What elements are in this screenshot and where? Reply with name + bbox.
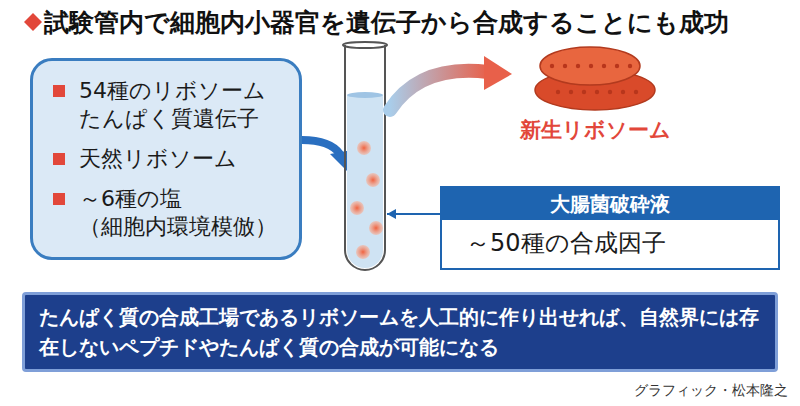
output-arrowhead <box>484 56 512 90</box>
ribosome-texture <box>569 90 573 94</box>
item-text: 天然リボソーム <box>79 146 237 171</box>
liquid-surface <box>347 92 383 98</box>
ribosome-texture <box>563 64 567 68</box>
bullet <box>53 85 65 97</box>
ribosome-texture <box>608 90 612 94</box>
ribosome-small-subunit <box>540 47 640 85</box>
list-item: ～6種の塩 （細胞内環境模倣） <box>79 185 287 241</box>
credit: グラフィック・松本隆之 <box>634 380 788 400</box>
tube-rim <box>343 42 387 48</box>
product-label: 新生リボソーム <box>500 116 690 144</box>
ribosome-dot <box>357 141 371 155</box>
bracket-tip <box>387 209 396 219</box>
ribosome-dot <box>356 245 370 259</box>
ribosome-texture <box>634 90 638 94</box>
bullet <box>53 153 65 165</box>
ribosome-texture <box>582 90 586 94</box>
ribosome-texture <box>602 64 606 68</box>
list-item: 天然リボソーム <box>79 145 287 173</box>
tube-liquid <box>347 95 383 268</box>
ribosome-dot <box>350 201 364 215</box>
bullet <box>53 193 65 205</box>
ribosome-texture <box>550 64 554 68</box>
box-heading: 大腸菌破砕液 <box>442 188 778 220</box>
summary-text: たんぱく質の合成工場であるリボソームを人工的に作り出せれば、自然界には存在しない… <box>39 302 761 362</box>
list-item: 54種のリボソーム たんぱく質遺伝子 <box>79 77 287 133</box>
ribosome-texture <box>621 90 625 94</box>
ribosome-texture <box>595 90 599 94</box>
input-arrow <box>302 140 340 154</box>
ribosome-node: 新生リボソーム <box>500 36 690 144</box>
ribosome-texture <box>628 64 632 68</box>
summary-band: たんぱく質の合成工場であるリボソームを人工的に作り出せれば、自然界には存在しない… <box>22 292 778 372</box>
ribosome-texture <box>576 64 580 68</box>
item-text: ～6種の塩 （細胞内環境模倣） <box>79 186 277 239</box>
title-diamond <box>24 13 42 31</box>
box-body: ～50種の合成因子 <box>442 220 778 268</box>
item-text: 54種のリボソーム たんぱく質遺伝子 <box>79 78 266 131</box>
output-arrow <box>390 71 488 110</box>
ribosome-texture <box>556 90 560 94</box>
ribosome-shape <box>530 36 660 116</box>
ribosome-dot <box>369 221 383 235</box>
lysate-box: 大腸菌破砕液～50種の合成因子 <box>440 186 780 270</box>
input-list-box: 54種のリボソーム たんぱく質遺伝子天然リボソーム ～6種の塩 （細胞内環境模倣） <box>30 58 302 260</box>
title: 試験管内で細胞内小器官を遺伝子から合成することにも成功 <box>44 6 729 40</box>
ribosome-texture <box>615 64 619 68</box>
test-tube <box>345 45 385 270</box>
ribosome-dot <box>366 173 380 187</box>
ribosome-texture <box>589 64 593 68</box>
